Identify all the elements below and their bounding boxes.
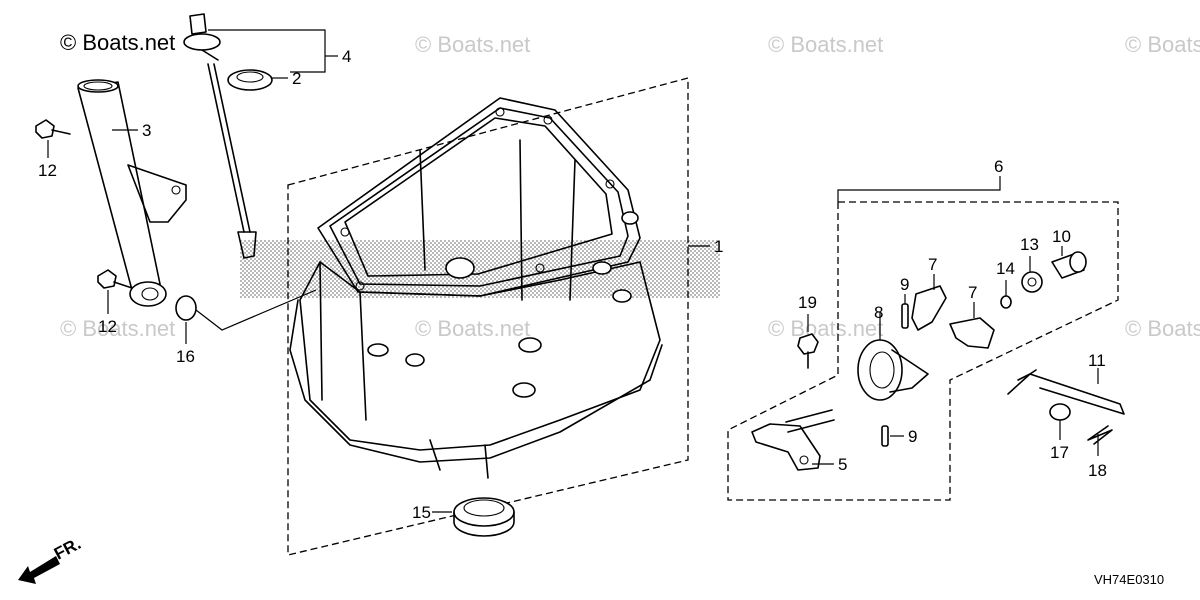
part-number-label: 14 [996, 259, 1015, 278]
washer-part [1049, 403, 1071, 421]
part-number-label: 9 [900, 275, 909, 294]
part-number-label: 7 [928, 255, 937, 274]
leader-lines [47, 29, 1099, 513]
arrow-icon [18, 556, 60, 584]
governor-weight-part [949, 317, 995, 349]
watermark-text: © Boats.net [768, 32, 883, 57]
watermark-text: © Boats.net [60, 30, 175, 55]
watermark-text: © Boats.net [1125, 32, 1200, 57]
governor-arm-part [751, 409, 835, 471]
governor-assembly-frame [727, 201, 1119, 501]
part-number-label: 7 [968, 283, 977, 302]
part-number-label: 13 [1020, 235, 1039, 254]
clip-part [1087, 425, 1113, 445]
crankcase-part [289, 97, 663, 479]
part-number-label: 6 [994, 157, 1003, 176]
part-labels: 1 2 3 4 5 6 7 7 8 9 9 10 11 12 12 13 14 … [38, 47, 1107, 522]
bolt-part [97, 269, 133, 289]
pin-part [881, 425, 889, 447]
brand-logo-band [240, 240, 720, 298]
part-number-label: 5 [838, 455, 847, 474]
oil-filler-pipe-part [77, 79, 187, 307]
part-number-label: 11 [1088, 351, 1106, 370]
watermark-text: © Boats.net [1125, 316, 1200, 341]
part-number-label: 18 [1088, 461, 1107, 480]
o-ring-part [175, 295, 197, 321]
diagram-code: VH74E0310 [1094, 572, 1164, 587]
bolt-part [35, 119, 71, 139]
crankcase-frame [287, 77, 689, 556]
part-number-label: 4 [342, 47, 351, 66]
part-number-label: 12 [38, 161, 57, 180]
watermark-text: © Boats.net [415, 316, 530, 341]
part-number-label: 12 [98, 317, 117, 336]
holder-part [1051, 251, 1087, 279]
dipstick-part [183, 13, 257, 259]
part-number-label: 9 [908, 427, 917, 446]
part-number-label: 15 [412, 503, 431, 522]
part-number-label: 3 [142, 121, 151, 140]
watermark-text: © Boats.net [768, 316, 883, 341]
washer-part [1000, 295, 1012, 309]
governor-weight-part [911, 285, 947, 331]
pin-part [901, 303, 909, 329]
part-number-label: 10 [1052, 227, 1071, 246]
watermark-text: © Boats.net [60, 316, 175, 341]
watermarks: © Boats.net © Boats.net © Boats.net © Bo… [60, 30, 1200, 341]
watermark-text: © Boats.net [415, 32, 530, 57]
bolt-part [797, 333, 819, 369]
washer-part [1021, 271, 1043, 293]
seal-ring-part [227, 69, 273, 91]
oil-seal-part [453, 497, 515, 537]
governor-shaft-part [1007, 369, 1125, 415]
part-number-label: 1 [714, 237, 723, 256]
part-number-label: 2 [292, 69, 301, 88]
part-number-label: 19 [798, 293, 817, 312]
governor-gear-part [857, 339, 929, 401]
part-number-label: 8 [874, 303, 883, 322]
part-number-label: 16 [176, 347, 195, 366]
part-number-label: 17 [1050, 443, 1069, 462]
front-direction-indicator: FR. [18, 534, 84, 584]
